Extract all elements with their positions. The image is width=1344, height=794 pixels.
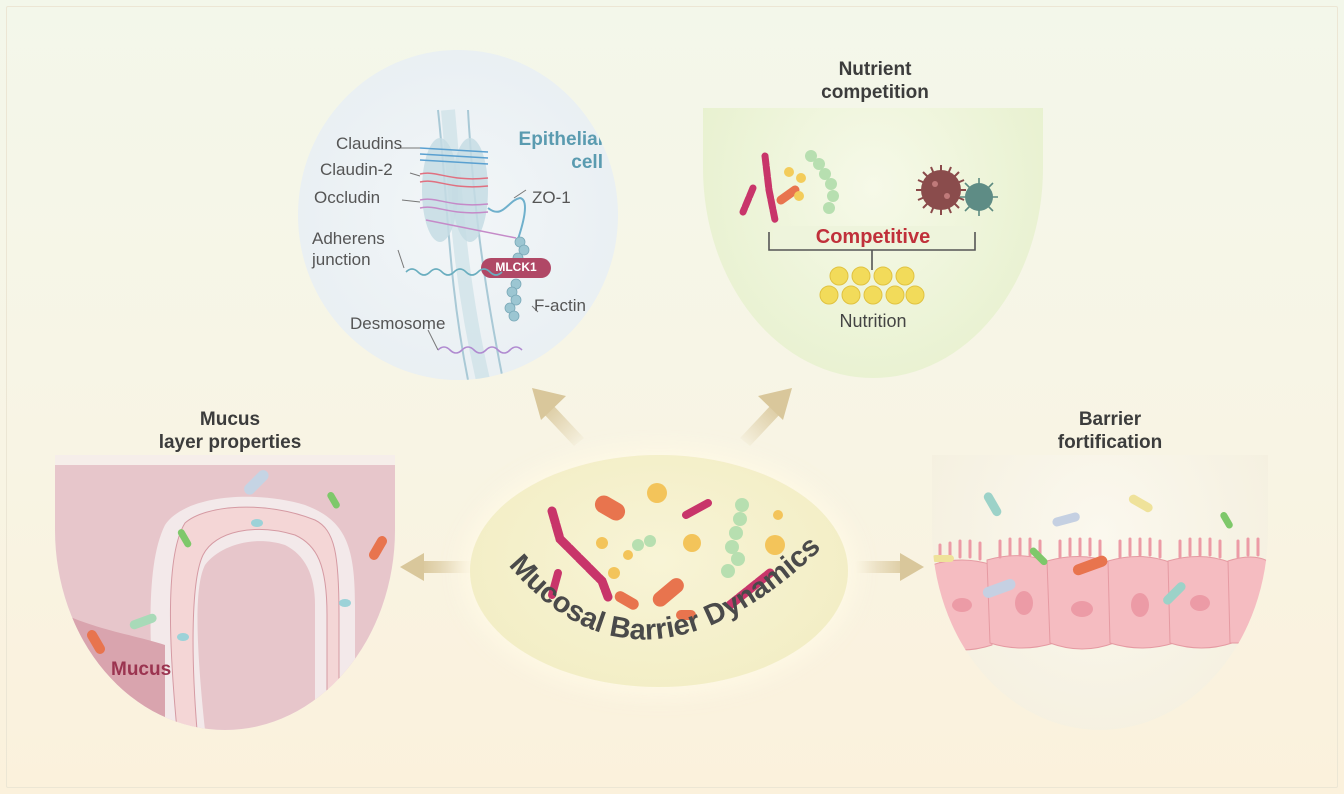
factin-label: F-actin xyxy=(534,296,586,315)
barrier-title: Barrier fortification xyxy=(980,408,1240,454)
epithelial-line1: Epithelial xyxy=(518,129,603,150)
claudin2-label: Claudin-2 xyxy=(320,160,393,179)
mlck1-badge xyxy=(481,258,551,278)
center-panel: Mucosal Barrier Dynamics xyxy=(470,455,848,687)
arrow-up-right xyxy=(740,388,792,446)
zo1-label: ZO-1 xyxy=(532,188,571,207)
mlck1-label: MLCK1 xyxy=(495,260,537,274)
arrow-right xyxy=(855,553,924,581)
nutrition-label: Nutrition xyxy=(839,311,907,331)
tight-junction-illustration xyxy=(397,109,551,380)
center-title: Mucosal Barrier Dynamics xyxy=(503,530,826,647)
competitive-label: Competitive xyxy=(773,226,973,249)
epithelial-line2: cell xyxy=(571,152,603,173)
center-title-text: Mucosal Barrier Dynamics xyxy=(503,530,826,647)
epithelial-cell-label: Epithelial cell xyxy=(503,128,603,174)
nutrient-illustration xyxy=(739,150,998,305)
arrow-left xyxy=(400,553,475,581)
virus-small-icon xyxy=(960,178,998,216)
mucus-illustration xyxy=(55,465,395,730)
barrier-title-line2: fortification xyxy=(1057,432,1163,453)
adherens-label-line1: Adherens xyxy=(312,229,385,248)
desmosome-label: Desmosome xyxy=(350,314,446,333)
occludin-label: Occludin xyxy=(314,188,381,207)
mucus-panel: Mucus xyxy=(55,455,395,730)
barrier-illustration xyxy=(932,492,1268,651)
nutrient-title: Nutrient competition xyxy=(740,58,1010,104)
claudins-label: Claudins xyxy=(336,134,403,153)
mucus-title-line1: Mucus xyxy=(199,409,261,430)
nutrient-panel: Competitive Nutrition xyxy=(703,108,1043,378)
center-title-path-layer: Mucosal Barrier Dynamics xyxy=(503,530,826,647)
barrier-panel xyxy=(932,455,1268,730)
mucus-title-line2: layer properties xyxy=(158,432,302,453)
center-microbes-illustration xyxy=(547,483,785,620)
barrier-title-line1: Barrier xyxy=(1078,409,1142,430)
mucus-title: Mucus layer properties xyxy=(100,408,360,454)
nutrient-title-line2: competition xyxy=(821,82,929,103)
adherens-label: Adherens junction xyxy=(312,228,385,270)
tight-junction-panel: Claudins Claudin-2 Occludin ZO-1 Adheren… xyxy=(298,50,618,380)
adherens-label-line2: junction xyxy=(312,250,371,269)
figure-frame xyxy=(6,6,1338,788)
arrow-up-left xyxy=(532,388,584,446)
nutrient-title-line1: Nutrient xyxy=(838,59,912,80)
virus-large-icon xyxy=(916,165,966,215)
mucus-label: Mucus xyxy=(111,659,172,680)
